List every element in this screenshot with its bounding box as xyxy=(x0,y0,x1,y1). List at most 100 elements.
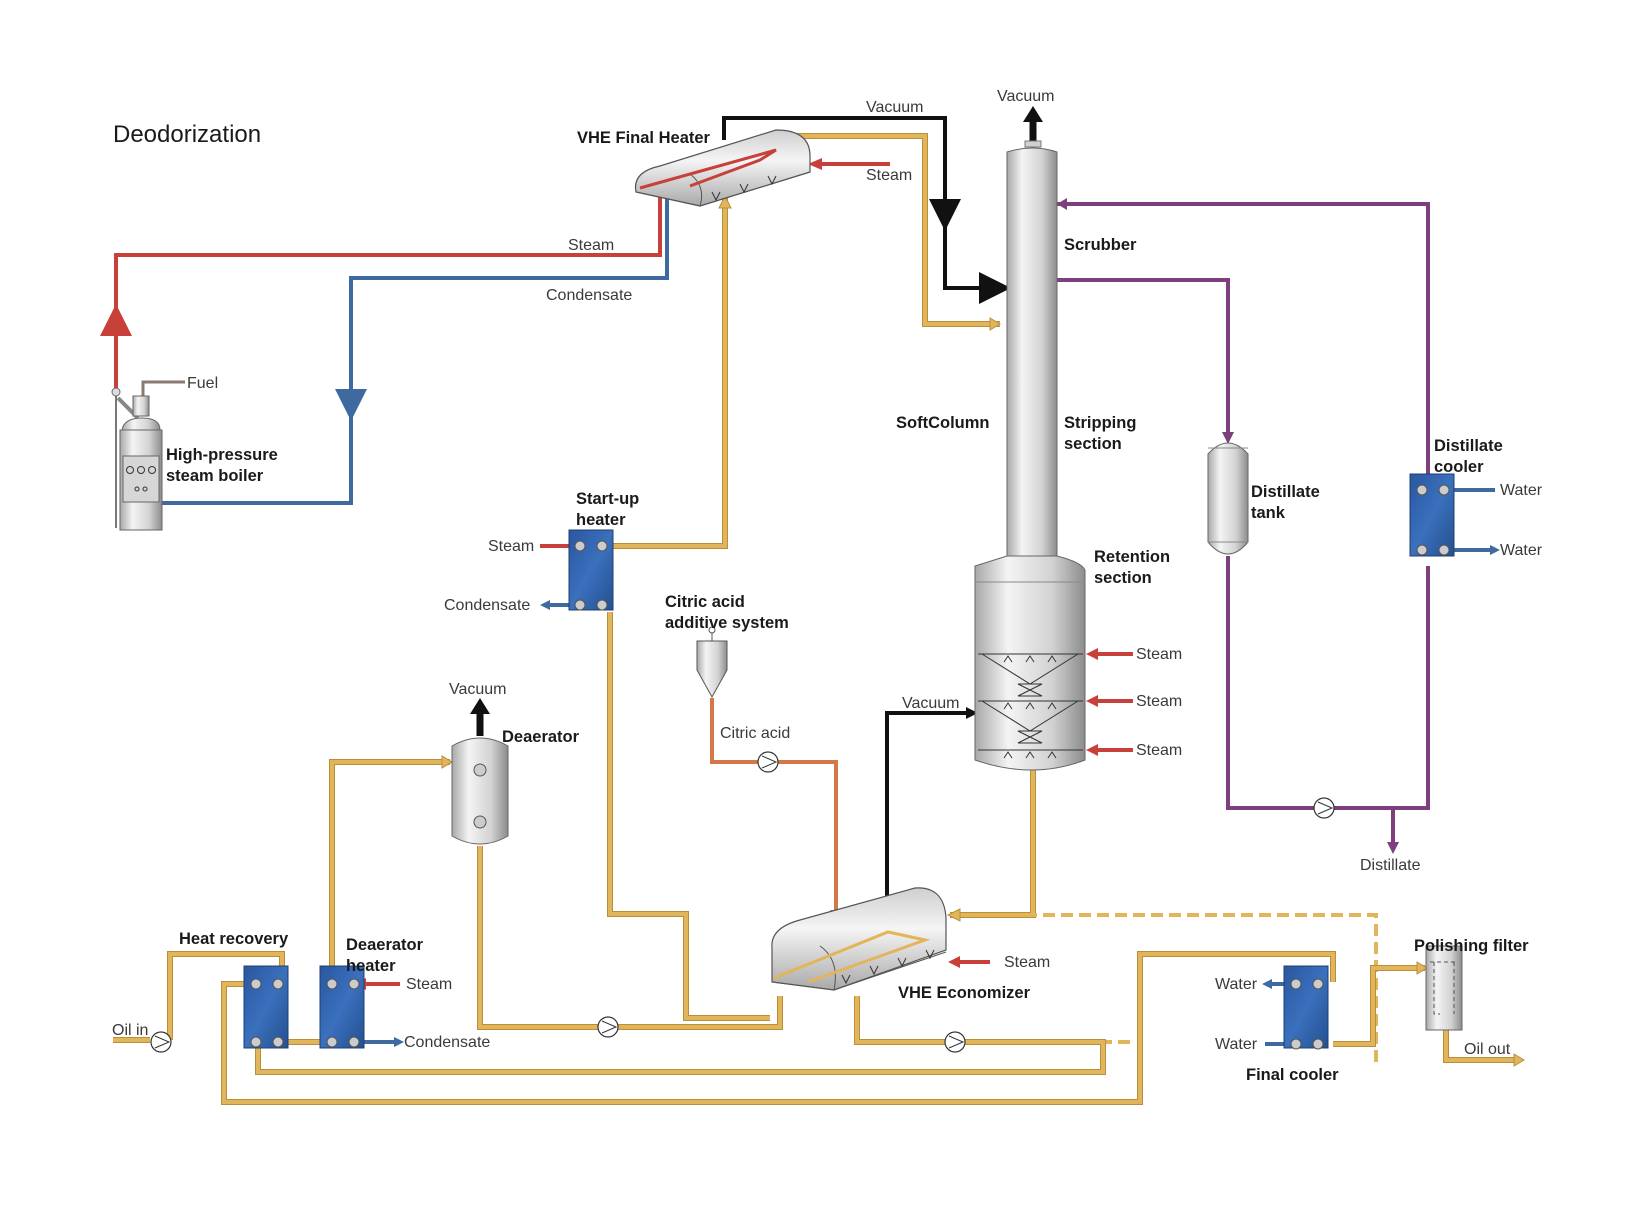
steam-column-lines xyxy=(1096,652,1133,752)
distillate-scrubber-to-tank-line xyxy=(1057,278,1230,438)
final-cooler-label: Final cooler xyxy=(1246,1066,1339,1084)
oil-dh-to-deaerator-line xyxy=(330,760,450,982)
oil-arrow xyxy=(989,317,1001,331)
citric-acid-label: Citric acid xyxy=(720,725,790,742)
distillate-arrow xyxy=(1222,432,1234,444)
distillate-cooler-label-1: Distillate xyxy=(1434,437,1503,455)
water-fc-in-label: Water xyxy=(1215,1036,1258,1053)
stripping-section-label-2: section xyxy=(1064,435,1122,453)
steam-main-label: Steam xyxy=(568,237,614,254)
distillate-out-label: Distillate xyxy=(1360,857,1421,874)
oil-arrow xyxy=(1513,1053,1525,1067)
retention-section-label-2: section xyxy=(1094,569,1152,587)
pump-glyph xyxy=(761,755,778,769)
vacuum-arrow xyxy=(966,707,978,719)
steam-dh-label: Steam xyxy=(406,976,452,993)
deaerator-vessel xyxy=(451,737,509,845)
vacuum-top-label: Vacuum xyxy=(997,88,1055,105)
deaerator-heater xyxy=(319,965,365,1049)
final-cooler xyxy=(1283,965,1329,1050)
deaerator-label: Deaerator xyxy=(502,728,580,746)
deaerator-pump-icon xyxy=(597,1016,619,1038)
distillate-tank-label-1: Distillate xyxy=(1251,483,1320,501)
oil-arrow xyxy=(441,755,453,769)
boiler-label-1: High-pressure xyxy=(166,446,278,464)
deaerator-heater-label-1: Deaerator xyxy=(346,936,424,954)
pump-glyph xyxy=(1317,801,1334,815)
vacuum-heater-line xyxy=(722,116,1000,290)
vacuum-economizer-label: Vacuum xyxy=(902,695,960,712)
oil-out-line xyxy=(1444,1030,1520,1062)
vacuum-top-arrow xyxy=(1023,106,1043,122)
vhe-economizer-label: VHE Economizer xyxy=(898,984,1031,1002)
condensate-startup-label: Condensate xyxy=(444,597,530,614)
vhe-economizer xyxy=(771,887,947,991)
oil-arrow xyxy=(718,194,732,209)
fuel-line xyxy=(141,380,185,398)
pump-glyph xyxy=(601,1020,618,1034)
softcolumn-label: SoftColumn xyxy=(896,414,989,432)
oil-column-to-economizer-line xyxy=(950,770,1035,917)
startup-heater-label-2: heater xyxy=(576,511,626,529)
polishing-filter-label: Polishing filter xyxy=(1414,937,1529,955)
scrubber-label: Scrubber xyxy=(1064,236,1137,254)
steam-arrow xyxy=(948,956,960,968)
distillate-tank xyxy=(1207,442,1249,555)
oil-cooler-to-filter-line xyxy=(1333,966,1425,1046)
vacuum-heater-label: Vacuum xyxy=(866,99,924,116)
oil-line-edge xyxy=(950,770,1036,918)
oil-line-edge xyxy=(1333,965,1425,1047)
oil-arrow xyxy=(1416,961,1428,975)
heat-recovery-label: Heat recovery xyxy=(179,930,289,948)
vacuum-economizer-line xyxy=(885,711,972,922)
diagram-title: Deodorization xyxy=(113,121,261,148)
steam-arrow xyxy=(808,158,822,170)
water-arrow xyxy=(1262,979,1272,989)
stripping-section-label-1: Stripping xyxy=(1064,414,1136,432)
steam-col-1-label: Steam xyxy=(1136,646,1182,663)
oil-arrow xyxy=(946,908,961,922)
oil-in-pump-icon xyxy=(150,1031,172,1053)
distillate-pump-icon xyxy=(1313,797,1335,819)
water-arrow xyxy=(1490,545,1500,555)
distillate-arrow xyxy=(1387,842,1399,854)
vacuum-deaerator-label: Vacuum xyxy=(449,681,507,698)
oil-startup-to-heater-line xyxy=(612,198,727,548)
citric-system-label-1: Citric acid xyxy=(665,593,745,611)
oil-heater-to-column-line xyxy=(790,134,1000,326)
condensate-arrow xyxy=(540,600,550,610)
boiler-label-2: steam boiler xyxy=(166,467,264,485)
steam-col-3-label: Steam xyxy=(1136,742,1182,759)
water-dc-in-label: Water xyxy=(1500,482,1543,499)
oil-line-edge xyxy=(607,612,770,1021)
distillate-arrow xyxy=(1057,198,1067,210)
vhe-final-heater xyxy=(634,129,811,207)
vacuum-deaerator-arrow xyxy=(470,698,490,714)
water-fc-out-label: Water xyxy=(1215,976,1258,993)
startup-heater-label-1: Start-up xyxy=(576,490,639,508)
oil-line-edge xyxy=(255,996,1106,1075)
oil-in-label: Oil in xyxy=(112,1022,148,1039)
water-dc-out-label: Water xyxy=(1500,542,1543,559)
pump-glyph xyxy=(948,1035,965,1049)
oil-deaerator-to-economizer-line xyxy=(478,846,782,1029)
distillate-cooler-label-2: cooler xyxy=(1434,458,1484,476)
condensate-main-label: Condensate xyxy=(546,287,632,304)
condensate-main-line xyxy=(160,196,669,505)
steam-arrows xyxy=(1086,648,1098,756)
citric-acid-tank xyxy=(696,626,728,699)
oil-heat-recovery-to-final-cooler-line xyxy=(222,952,1335,1104)
oil-economizer-to-startup-line xyxy=(608,612,770,1020)
steam-col-2-label: Steam xyxy=(1136,693,1182,710)
deaerator-heater-label-2: heater xyxy=(346,957,396,975)
condensate-dh-label: Condensate xyxy=(404,1034,490,1051)
fuel-label: Fuel xyxy=(187,375,218,392)
condensate-arrow xyxy=(394,1037,404,1047)
polishing-filter xyxy=(1425,945,1463,1031)
distillate-tank-label-2: tank xyxy=(1251,504,1286,522)
distillate-tank-to-cooler-line xyxy=(1226,556,1430,810)
vhe-final-heater-label: VHE Final Heater xyxy=(577,129,711,147)
oil-bypass-dashed-line xyxy=(1035,913,1378,1062)
softcolumn-scrubber xyxy=(974,140,1086,771)
economizer-pump-icon xyxy=(944,1031,966,1053)
